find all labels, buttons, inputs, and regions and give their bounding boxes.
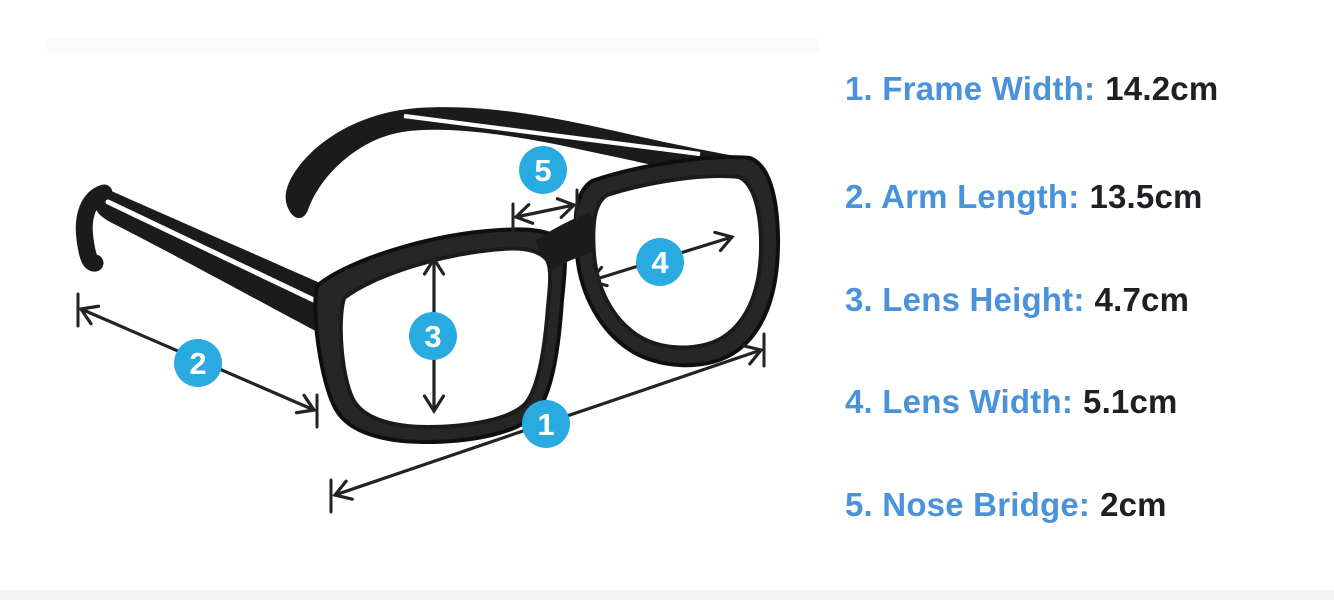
legend-label: 2. Arm Length: bbox=[845, 178, 1079, 215]
marker-circle-4 bbox=[636, 238, 684, 286]
legend-title: Nose Bridge: bbox=[882, 486, 1091, 523]
legend-title: Frame Width: bbox=[882, 70, 1096, 107]
legend-item-frame-width: 1. Frame Width:14.2cm bbox=[845, 71, 1218, 107]
marker-number-2: 2 bbox=[189, 346, 206, 381]
legend-label: 5. Nose Bridge: bbox=[845, 486, 1090, 523]
nose-bridge bbox=[536, 212, 599, 274]
legend-label: 3. Lens Height: bbox=[845, 281, 1085, 318]
legend-label: 4. Lens Width: bbox=[845, 383, 1073, 420]
marker-circle-1 bbox=[522, 400, 570, 448]
legend-title: Lens Width: bbox=[882, 383, 1074, 420]
marker-number-4: 4 bbox=[651, 245, 669, 280]
legend-item-arm-length: 2. Arm Length:13.5cm bbox=[845, 179, 1203, 215]
temple-arm-left-highlight bbox=[105, 199, 323, 306]
legend-number: 4. bbox=[845, 383, 873, 420]
legend-number: 5. bbox=[845, 486, 873, 523]
legend-value: 5.1cm bbox=[1083, 383, 1178, 420]
glasses-measurement-illustration: 1 2 3 4 5 bbox=[75, 107, 781, 514]
bottom-strip bbox=[0, 590, 1334, 600]
marker-number-3: 3 bbox=[424, 319, 441, 354]
legend-number: 3. bbox=[845, 281, 873, 318]
legend-value: 4.7cm bbox=[1094, 281, 1190, 318]
measurement-legend: 1. Frame Width:14.2cm 2. Arm Length:13.5… bbox=[845, 0, 1315, 600]
marker-circle-3 bbox=[409, 312, 457, 360]
ear-hook-icon bbox=[75, 184, 113, 272]
legend-item-nose-bridge: 5. Nose Bridge:2cm bbox=[845, 487, 1167, 523]
legend-item-lens-height: 3. Lens Height:4.7cm bbox=[845, 282, 1189, 318]
legend-value: 2cm bbox=[1100, 486, 1167, 523]
marker-circle-5 bbox=[519, 146, 567, 194]
legend-value: 13.5cm bbox=[1089, 178, 1203, 215]
legend-number: 2. bbox=[845, 178, 873, 215]
arrow-nose-bridge bbox=[513, 197, 577, 225]
legend-value: 14.2cm bbox=[1105, 70, 1219, 107]
legend-title: Lens Height: bbox=[882, 281, 1085, 318]
legend-number: 1. bbox=[845, 70, 873, 107]
marker-circle-2 bbox=[174, 339, 222, 387]
top-faint-strip bbox=[47, 38, 819, 53]
numbered-markers: 1 2 3 4 5 bbox=[174, 146, 684, 448]
legend-item-lens-width: 4. Lens Width:5.1cm bbox=[845, 384, 1178, 420]
marker-number-5: 5 bbox=[534, 153, 551, 188]
legend-title: Arm Length: bbox=[881, 178, 1080, 215]
marker-number-1: 1 bbox=[537, 407, 554, 442]
legend-label: 1. Frame Width: bbox=[845, 70, 1095, 107]
temple-arm-right-highlight bbox=[403, 113, 701, 157]
